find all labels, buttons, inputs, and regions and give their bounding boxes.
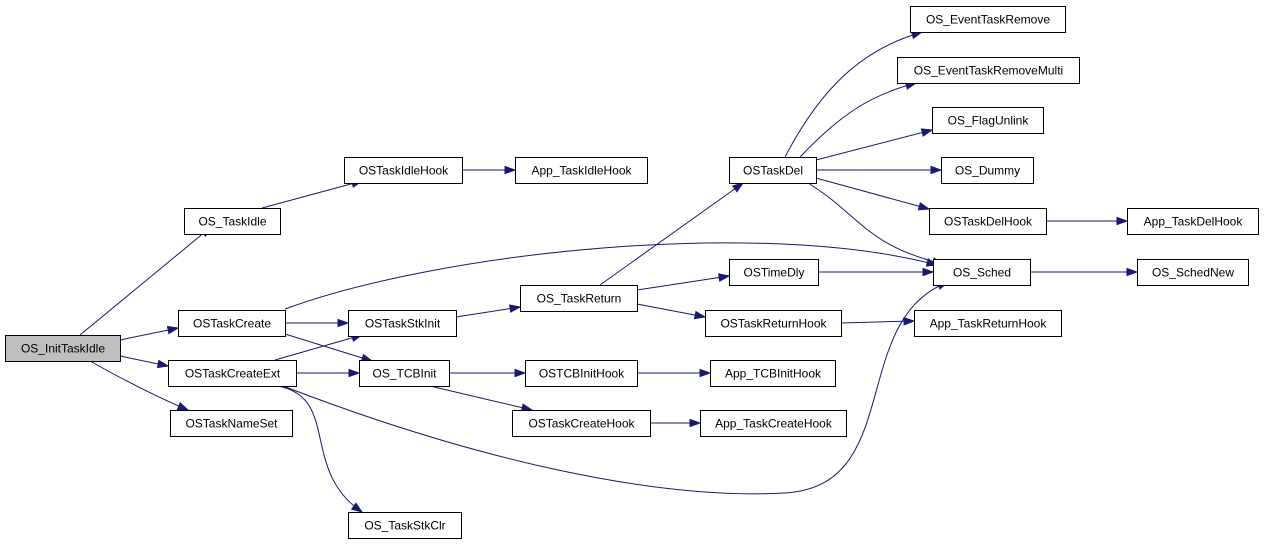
edge-ostaskreturnhook-to-app_taskreturnhook xyxy=(840,317,916,326)
edge-ostaskdel-to-os_flagunlink xyxy=(815,128,934,161)
edge-ostaskdel-to-ostaskdelhook xyxy=(815,177,931,211)
node-ostaskdelhook[interactable]: OSTaskDelHook xyxy=(929,208,1047,235)
edge-ostaskidlehook-to-app_taskidlehook xyxy=(462,165,517,175)
node-label: OS_EventTaskRemove xyxy=(926,13,1050,27)
call-graph-edges xyxy=(79,30,1139,513)
edge-os_sched-to-os_schednew xyxy=(1030,267,1139,277)
node-label: OS_EventTaskRemoveMulti xyxy=(914,64,1063,78)
edge-ostaskcreate-to-os_tcbinit xyxy=(284,333,374,363)
node-label: OS_SchedNew xyxy=(1152,266,1234,280)
edge-ostaskdel-to-os_eventtaskremove xyxy=(784,30,924,158)
node-label: App_TaskCreateHook xyxy=(715,417,833,431)
edge-ostaskcreateext-to-os_taskstkclr xyxy=(277,385,364,513)
node-label: OSTaskDelHook xyxy=(944,215,1033,229)
node-label: OSTaskCreate xyxy=(193,317,271,331)
node-os-taskidle[interactable]: OS_TaskIdle xyxy=(184,208,281,235)
node-ostaskstkinit[interactable]: OSTaskStkInit xyxy=(348,310,457,337)
edge-ostaskcreatehook-to-app_taskcreatehook xyxy=(650,418,702,428)
node-ostaskcreatehook[interactable]: OSTaskCreateHook xyxy=(512,410,651,437)
edge-ostcbinithook-to-app_tcbinithook xyxy=(637,368,712,378)
edge-os_tcbinit-to-ostcbinithook xyxy=(449,368,527,378)
node-app-taskcreatehook[interactable]: App_TaskCreateHook xyxy=(700,410,847,437)
edge-ostimedly-to-os_sched xyxy=(818,267,935,277)
edge-os_tcbinit-to-ostaskcreatehook xyxy=(429,385,534,412)
node-app-taskreturnhook[interactable]: App_TaskReturnHook xyxy=(914,310,1062,337)
node-ostaskreturnhook[interactable]: OSTaskReturnHook xyxy=(705,310,842,337)
node-label: OS_Dummy xyxy=(955,164,1020,178)
node-label: OS_InitTaskIdle xyxy=(21,342,105,356)
node-ostcbinithook[interactable]: OSTCBInitHook xyxy=(525,360,638,387)
edge-ostaskcreate-to-ostaskstkinit xyxy=(285,318,350,328)
edge-os_taskidle-to-ostaskidlehook xyxy=(261,179,364,209)
node-label: App_TCBInitHook xyxy=(725,367,822,381)
node-label: OSTaskCreateExt xyxy=(185,367,281,381)
node-app-taskdelhook[interactable]: App_TaskDelHook xyxy=(1127,208,1259,235)
node-label: OSTaskNameSet xyxy=(185,417,278,431)
node-label: OS_TaskStkClr xyxy=(364,519,445,533)
node-os-flagunlink[interactable]: OS_FlagUnlink xyxy=(932,107,1044,134)
edge-ostaskdel-to-os_eventtaskremovemulti xyxy=(799,81,918,158)
node-os-taskreturn[interactable]: OS_TaskReturn xyxy=(520,285,638,312)
node-os-schednew[interactable]: OS_SchedNew xyxy=(1137,259,1249,286)
node-os-sched[interactable]: OS_Sched xyxy=(933,259,1031,286)
node-ostaskcreate[interactable]: OSTaskCreate xyxy=(178,310,286,337)
node-os-inittaskidle[interactable]: OS_InitTaskIdle xyxy=(5,335,121,362)
node-ostimedly[interactable]: OSTimeDly xyxy=(729,259,819,286)
node-os-eventtaskremove[interactable]: OS_EventTaskRemove xyxy=(910,6,1066,33)
node-label: App_TaskIdleHook xyxy=(531,164,632,178)
node-label: OS_TaskReturn xyxy=(537,292,622,306)
node-ostaskcreateext[interactable]: OSTaskCreateExt xyxy=(168,360,297,387)
node-label: OS_Sched xyxy=(953,266,1011,280)
node-ostasknameset[interactable]: OSTaskNameSet xyxy=(170,410,293,437)
node-label: OSTimeDly xyxy=(744,266,805,280)
node-os-tcbinit[interactable]: OS_TCBInit xyxy=(359,360,450,387)
edge-os_taskreturn-to-ostimedly xyxy=(636,273,731,291)
edge-os_inittaskidle-to-ostasknameset xyxy=(89,360,190,411)
node-os-taskstkclr[interactable]: OS_TaskStkClr xyxy=(348,512,462,539)
node-label: OSTaskDel xyxy=(743,164,803,178)
edge-ostaskdel-to-os_dummy xyxy=(816,165,943,175)
edge-ostaskcreateext-to-os_tcbinit xyxy=(296,368,361,378)
node-os-eventtaskremovemulti[interactable]: OS_EventTaskRemoveMulti xyxy=(897,57,1080,84)
edge-ostaskstkinit-to-os_taskreturn xyxy=(455,304,522,318)
edge-ostaskcreateext-to-ostaskstkinit xyxy=(274,333,364,361)
node-label: App_TaskDelHook xyxy=(1144,215,1244,229)
node-label: OSTaskCreateHook xyxy=(528,417,635,431)
edge-ostaskdelhook-to-app_taskdelhook xyxy=(1046,216,1129,226)
edge-os_inittaskidle-to-ostaskcreateext xyxy=(119,355,170,369)
edge-os_taskreturn-to-ostaskreturnhook xyxy=(636,303,707,320)
call-graph-nodes: OS_InitTaskIdle OS_TaskIdle OSTaskIdleHook… xyxy=(5,6,1259,539)
node-label: OSTaskStkInit xyxy=(365,317,441,331)
node-label: OS_TCBInit xyxy=(372,367,437,381)
node-label: App_TaskReturnHook xyxy=(930,317,1048,331)
node-label: OS_FlagUnlink xyxy=(948,114,1030,128)
node-label: OSTaskIdleHook xyxy=(359,164,449,178)
node-label: OSTaskReturnHook xyxy=(720,317,827,331)
node-label: OSTCBInitHook xyxy=(539,367,625,381)
node-ostaskdel[interactable]: OSTaskDel xyxy=(729,157,817,184)
node-os-dummy[interactable]: OS_Dummy xyxy=(941,157,1034,184)
node-label: OS_TaskIdle xyxy=(198,215,266,229)
node-ostaskidlehook[interactable]: OSTaskIdleHook xyxy=(344,157,463,184)
node-app-tcbinithook[interactable]: App_TCBInitHook xyxy=(710,360,836,387)
node-app-taskidlehook[interactable]: App_TaskIdleHook xyxy=(515,157,648,184)
edge-os_inittaskidle-to-ostaskcreate xyxy=(119,325,180,341)
edge-os_taskreturn-to-ostaskdel xyxy=(599,182,745,286)
